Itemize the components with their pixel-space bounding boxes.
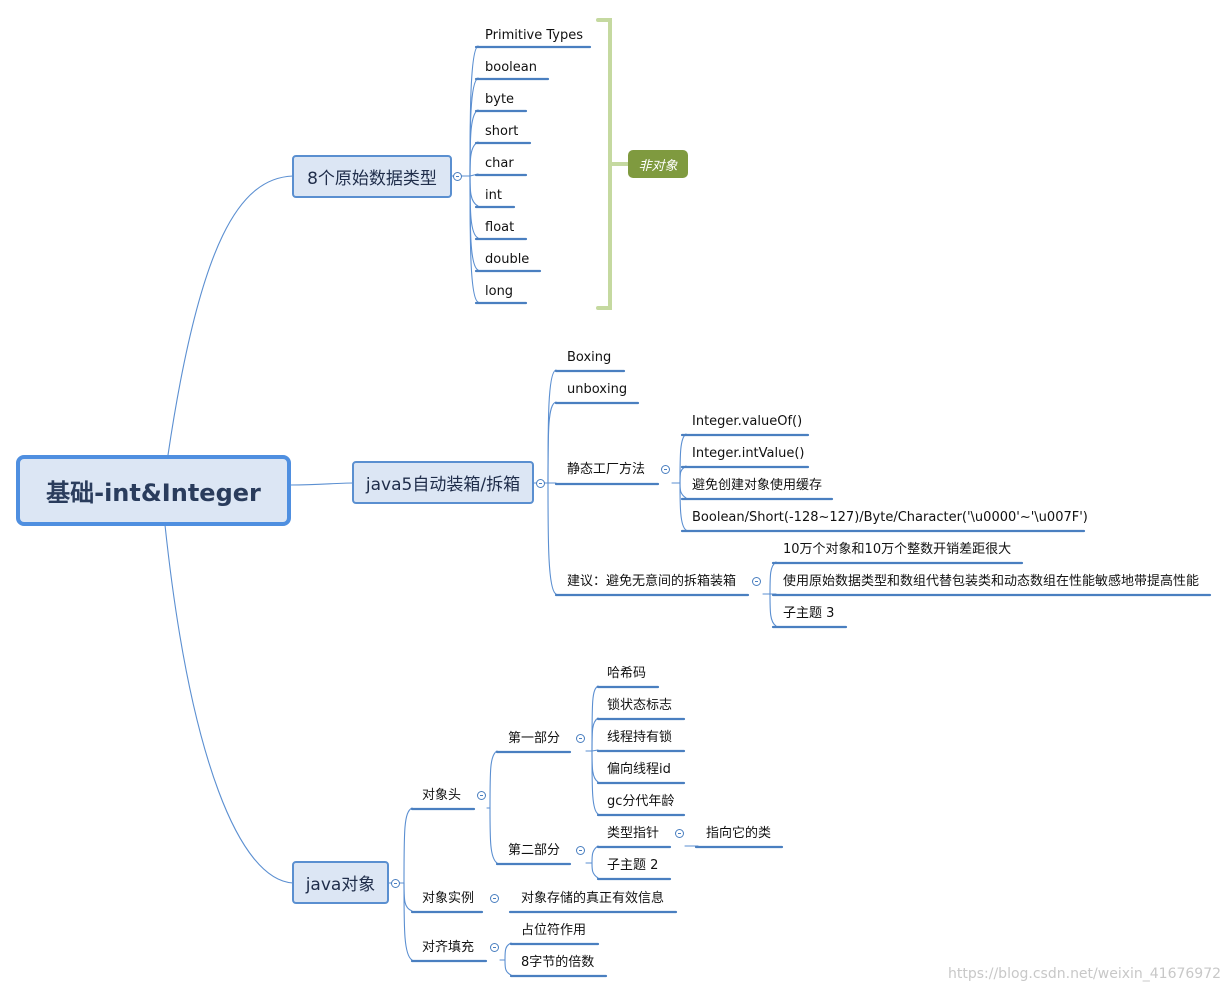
topic-hashcode[interactable]: 哈希码 <box>607 666 647 681</box>
topic-char[interactable]: char <box>485 156 514 171</box>
topic-points-to-class[interactable]: 指向它的类 <box>706 826 772 841</box>
topic-subtopic-3[interactable]: 子主题 3 <box>783 606 835 621</box>
summary-tag-label: 非对象 <box>638 158 678 174</box>
collapse-toggle-icon[interactable] <box>536 479 545 488</box>
topic-integer-valueof[interactable]: Integer.valueOf() <box>692 414 803 429</box>
topic-gc-age[interactable]: gc分代年龄 <box>607 794 675 809</box>
topic-type-pointer[interactable]: 类型指针 <box>607 826 660 841</box>
watermark: https://blog.csdn.net/weixin_41676972 <box>948 966 1222 982</box>
topic-byte[interactable]: byte <box>485 92 515 107</box>
branch-primitive-types-label: 8个原始数据类型 <box>307 169 437 189</box>
topic-advice[interactable]: 建议：避免无意间的拆箱装箱 <box>567 574 737 589</box>
topic-integer-intvalue[interactable]: Integer.intValue() <box>692 446 805 461</box>
topic-biased-thread-id[interactable]: 偏向线程id <box>607 762 671 777</box>
topic-primitive-types[interactable]: Primitive Types <box>485 28 584 43</box>
topic-cache[interactable]: 避免创建对象使用缓存 <box>692 478 823 493</box>
topic-performance[interactable]: 使用原始数据类型和数组代替包装类和动态数组在性能敏感地带提高性能 <box>783 574 1200 589</box>
collapse-toggle-icon[interactable] <box>675 829 684 838</box>
topic-object-padding[interactable]: 对齐填充 <box>422 940 475 955</box>
topic-boolean[interactable]: boolean <box>485 60 537 75</box>
branch-autoboxing[interactable]: java5自动装箱/拆箱 <box>352 461 534 504</box>
collapse-toggle-icon[interactable] <box>490 894 499 903</box>
collapse-toggle-icon[interactable] <box>576 846 585 855</box>
topic-overhead[interactable]: 10万个对象和10万个整数开销差距很大 <box>783 542 1012 557</box>
topic-static-factory[interactable]: 静态工厂方法 <box>567 462 646 477</box>
topic-eight-byte-multiple[interactable]: 8字节的倍数 <box>521 955 595 970</box>
topic-subtopic-2[interactable]: 子主题 2 <box>607 858 659 873</box>
collapse-toggle-icon[interactable] <box>490 943 499 952</box>
branch-primitive-types[interactable]: 8个原始数据类型 <box>292 155 452 198</box>
topic-part-two[interactable]: 第二部分 <box>508 843 561 858</box>
root-topic[interactable]: 基础-int&Integer <box>16 455 291 526</box>
summary-tag-non-object[interactable]: 非对象 <box>628 150 688 178</box>
topic-unboxing[interactable]: unboxing <box>567 382 628 397</box>
topic-float[interactable]: float <box>485 220 515 235</box>
collapse-toggle-icon[interactable] <box>453 172 462 181</box>
branch-autoboxing-label: java5自动装箱/拆箱 <box>365 475 521 495</box>
collapse-toggle-icon[interactable] <box>391 879 400 888</box>
topic-instance-info[interactable]: 对象存储的真正有效信息 <box>521 891 665 906</box>
topic-double[interactable]: double <box>485 252 530 267</box>
topic-part-one[interactable]: 第一部分 <box>508 731 561 746</box>
root-topic-label: 基础-int&Integer <box>46 479 261 507</box>
collapse-toggle-icon[interactable] <box>661 465 670 474</box>
topic-object-instance[interactable]: 对象实例 <box>422 891 475 906</box>
collapse-toggle-icon[interactable] <box>576 734 585 743</box>
topic-lock-state[interactable]: 锁状态标志 <box>607 698 673 713</box>
topic-short[interactable]: short <box>485 124 519 139</box>
topic-boxing[interactable]: Boxing <box>567 350 612 365</box>
topic-object-header[interactable]: 对象头 <box>422 788 462 803</box>
topic-cache-ranges[interactable]: Boolean/Short(-128~127)/Byte/Character('… <box>692 510 1088 525</box>
branch-java-object[interactable]: java对象 <box>292 861 389 904</box>
topic-thread-lock[interactable]: 线程持有锁 <box>607 730 673 745</box>
topic-int[interactable]: int <box>485 188 502 203</box>
collapse-toggle-icon[interactable] <box>752 577 761 586</box>
topic-placeholder[interactable]: 占位符作用 <box>521 923 587 938</box>
branch-java-object-label: java对象 <box>305 875 376 895</box>
collapse-toggle-icon[interactable] <box>477 791 486 800</box>
topic-long[interactable]: long <box>485 284 514 299</box>
